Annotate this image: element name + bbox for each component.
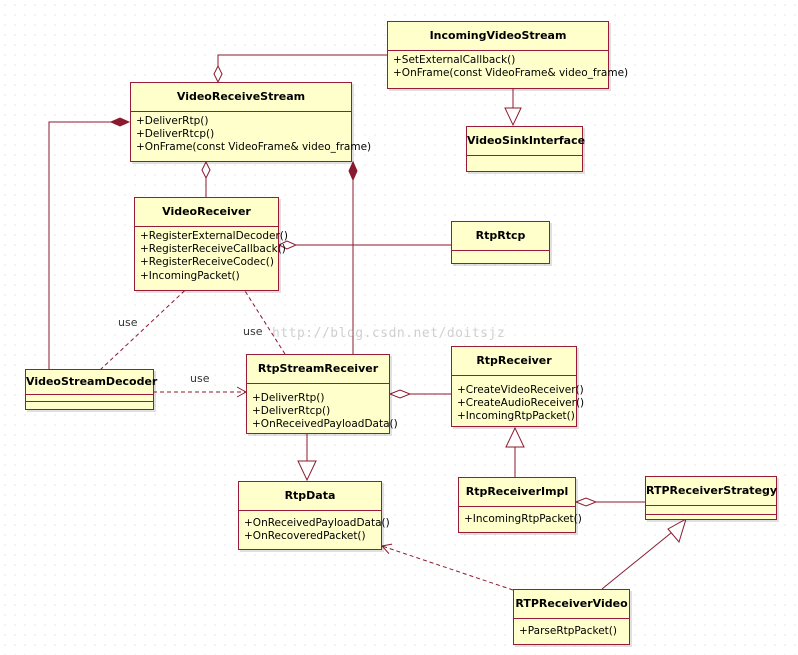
operation: +DeliverRtp() [136,115,209,127]
dependency-label: use [243,325,263,338]
class-name: IncomingVideoStream [388,22,608,51]
operation: +SetExternalCallback() [393,54,516,66]
class-name: RtpData [239,482,381,511]
class-rtp-stream-receiver[interactable]: RtpStreamReceiver +DeliverRtp() +Deliver… [246,354,398,434]
class-name: RTPReceiverVideo [514,590,629,619]
class-name: RtpRtcp [452,222,549,251]
class-name: VideoReceiver [135,198,278,227]
operation: +RegisterExternalDecoder() [140,230,288,242]
class-rtp-data[interactable]: RtpData +OnReceivedPayloadData() +OnReco… [238,481,390,550]
operation: +CreateAudioReceiver() [457,397,585,410]
operation: +IncomingRtpPacket() [464,513,582,525]
operation: +RegisterReceiveCallback() [140,243,286,256]
aggregation-diamond [213,64,223,84]
class-rtp-receiver-impl[interactable]: RtpReceiverImpl +IncomingRtpPacket() [458,477,582,533]
operation: +CreateVideoReceiver() [457,384,584,396]
aggregation-diamond [574,497,598,507]
class-video-receiver[interactable]: VideoReceiver +RegisterExternalDecoder()… [134,197,288,291]
class-incoming-video-stream[interactable]: IncomingVideoStream +SetExternalCallback… [387,21,629,89]
operation: +IncomingRtpPacket() [457,410,575,423]
class-rtp-receiver-strategy[interactable]: RTPReceiverStrategy [645,476,777,520]
composition-diamond [109,117,131,127]
composition-line-decoder [48,121,111,370]
operation: +RegisterReceiveCodec() [140,256,274,269]
operation: +OnFrame(const VideoFrame& video_frame) [393,67,629,80]
class-name: RtpStreamReceiver [247,355,389,384]
dependency-label: use [190,372,210,385]
operation: +OnFrame(const VideoFrame& video_frame) [136,141,372,154]
generalization-line-receiver-video [601,532,672,590]
class-rtp-receiver-video[interactable]: RTPReceiverVideo +ParseRtpPacket() [513,589,630,645]
class-rtp-receiver[interactable]: RtpReceiver +CreateVideoReceiver() +Crea… [451,346,585,427]
operation: +ParseRtpPacket() [519,625,617,637]
dependency-line-video-to-rtpdata [381,543,514,591]
dependency-label: use [118,316,138,329]
aggregation-diamond [277,240,298,250]
class-name: VideoReceiveStream [131,83,351,112]
generalization-triangle-receiver-video [667,517,687,544]
aggregation-diamond [201,160,211,180]
operation: +DeliverRtcp() [136,128,215,141]
operation: +OnReceivedPayloadData() [244,517,390,529]
class-name: RtpReceiverImpl [459,478,575,507]
watermark: http://blog.csdn.net/doitsjz [272,326,506,341]
composition-diamond [348,160,358,182]
dependency-line-decoder-to-receiver [99,279,197,371]
operation: +OnReceivedPayloadData() [252,418,398,431]
class-video-receive-stream[interactable]: VideoReceiveStream +DeliverRtp() +Delive… [130,82,372,162]
dependency-line-streamreceiver-to-receiver [237,279,286,355]
class-name: RtpReceiver [452,347,576,376]
aggregation-diamond [388,389,412,399]
class-name: VideoSinkInterface [467,127,585,156]
generalization-triangle-receiver-impl [505,426,525,448]
generalization-triangle-rtpdata [297,460,317,482]
generalization-triangle-sink [504,107,522,127]
class-rtp-rtcp[interactable]: RtpRtcp [451,221,550,264]
aggregation-line-incoming-to-receive-stream [217,54,387,66]
operation: +DeliverRtcp() [252,405,331,418]
class-name: VideoStreamDecoder [26,370,157,395]
operation: +IncomingPacket() [140,269,240,282]
operation: +OnRecoveredPacket() [244,530,366,543]
class-video-sink-interface[interactable]: VideoSinkInterface [466,126,585,172]
class-name: RTPReceiverStrategy [646,477,777,506]
operation: +DeliverRtp() [252,392,325,404]
class-video-stream-decoder[interactable]: VideoStreamDecoder [25,369,157,410]
